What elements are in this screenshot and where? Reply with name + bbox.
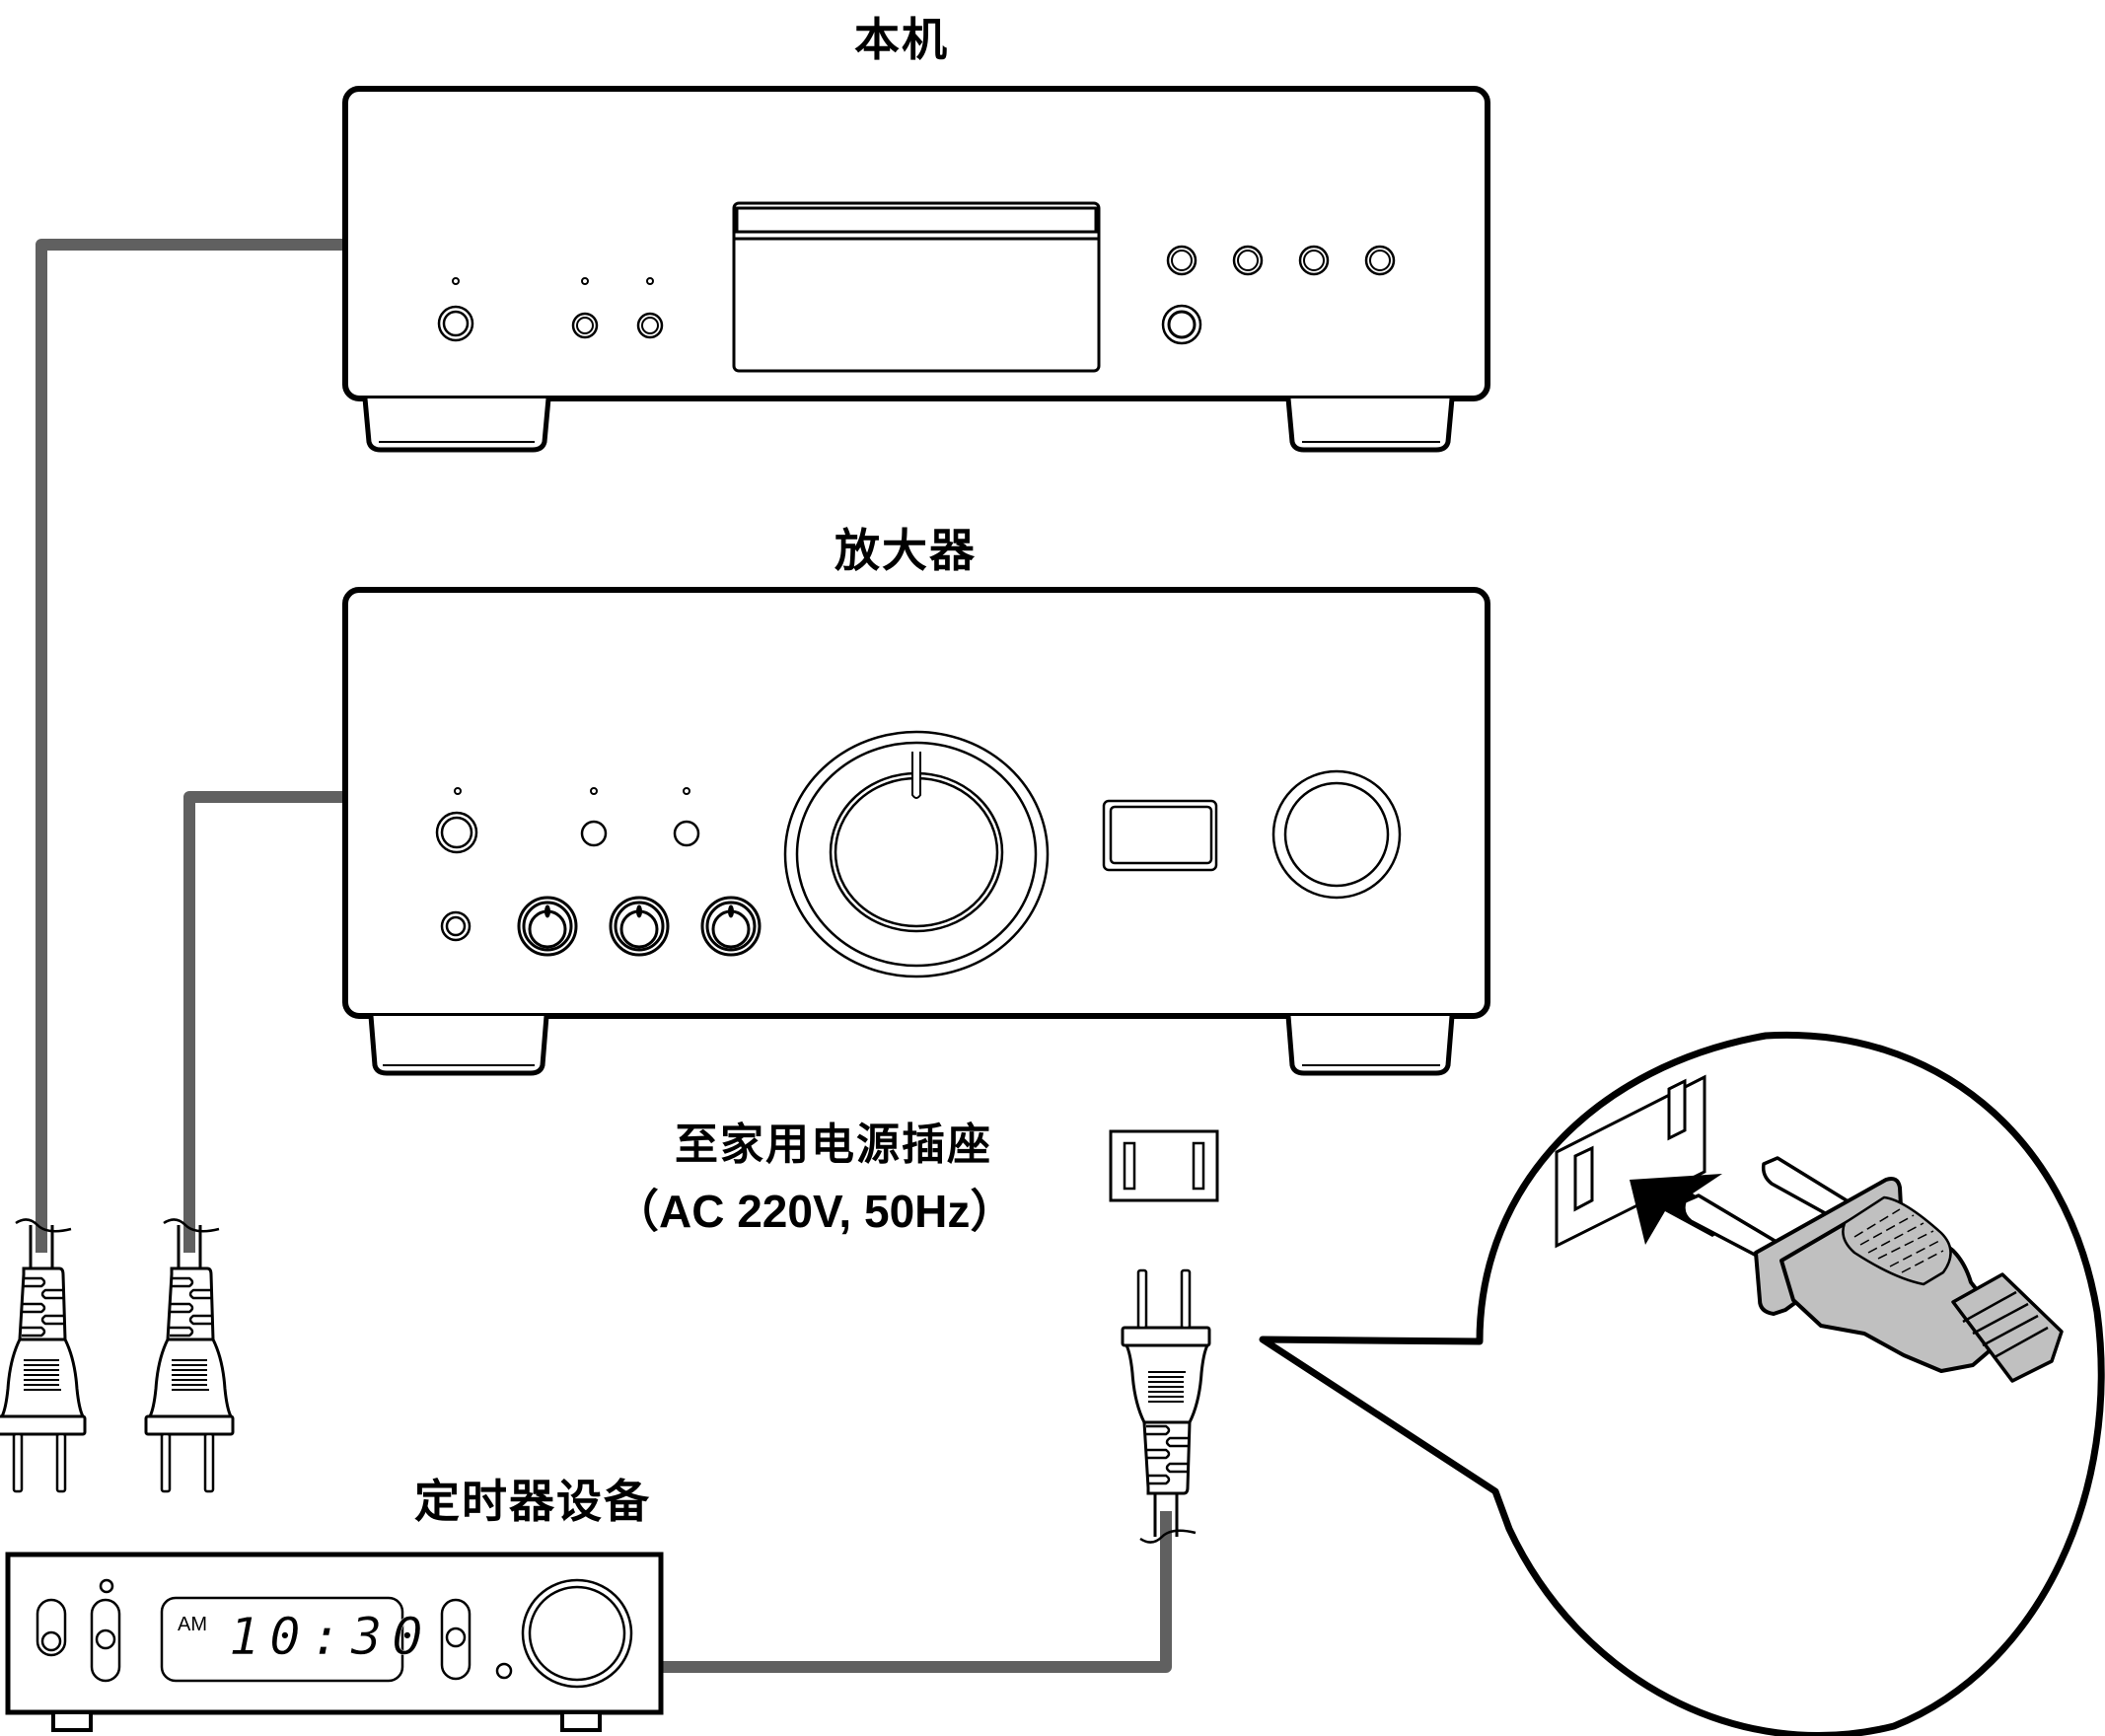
outlet-slot-left <box>1123 1141 1136 1191</box>
tone-knob-treble[interactable] <box>609 896 670 957</box>
amplifier-power-plug <box>144 1217 235 1493</box>
timer-led <box>99 1578 114 1594</box>
detail-callout <box>1259 1031 2105 1736</box>
wall-outlet <box>1109 1129 1219 1202</box>
volume-knob[interactable] <box>783 730 1050 978</box>
timer-indicator <box>495 1662 513 1680</box>
indicator-led-1 <box>581 277 589 285</box>
power-cords <box>36 239 1172 1673</box>
tone-knob-balance[interactable] <box>700 896 762 957</box>
amp-foot-right <box>1285 1015 1455 1076</box>
power-plug-icon <box>1682 1156 2064 1383</box>
amp-led-2 <box>683 787 690 795</box>
timer-power-plug <box>1121 1268 1211 1545</box>
outlet-spec-label: （AC 220V, 50Hz） <box>614 1186 1016 1237</box>
timer-outlet-cord <box>661 1511 1172 1673</box>
tone-knob-bass[interactable] <box>517 896 578 957</box>
transport-buttons <box>1166 245 1396 276</box>
lcd-time: 10:30 <box>229 1608 433 1668</box>
amplifier-label: 放大器 <box>835 524 977 577</box>
amplifier-power-cord <box>183 791 343 1253</box>
amp-led-1 <box>590 787 598 795</box>
power-led <box>452 277 460 285</box>
player-foot-right <box>1285 398 1455 453</box>
timer-lcd <box>160 1596 404 1683</box>
amp-foot-left <box>368 1015 549 1076</box>
player-power-cord <box>36 239 343 1253</box>
timer-dial[interactable] <box>521 1578 633 1689</box>
cd-player-unit <box>342 86 1490 453</box>
lcd-meridiem: AM <box>178 1614 207 1635</box>
disc-slot <box>735 206 1098 234</box>
outlet-label: 至家用电源插座 <box>675 1120 992 1170</box>
disc-tray <box>732 201 1101 373</box>
player-foot-left <box>362 398 551 453</box>
player-label: 本机 <box>854 13 949 66</box>
timer-device <box>5 1552 664 1732</box>
indicator-led-2 <box>646 277 654 285</box>
timer-label: 定时器设备 <box>414 1475 651 1528</box>
input-selector-knob[interactable] <box>1271 769 1402 900</box>
timer-foot-right <box>560 1710 602 1732</box>
amplifier-unit <box>342 587 1490 1076</box>
outlet-slot-right <box>1192 1141 1205 1191</box>
amp-button-1[interactable] <box>580 820 608 847</box>
timer-foot-left <box>51 1710 93 1732</box>
amp-button-2[interactable] <box>673 820 700 847</box>
tone-knobs <box>517 896 762 957</box>
amp-power-led <box>454 787 462 795</box>
player-power-plug <box>0 1217 87 1493</box>
outlet-perspective-clean <box>1555 1074 1706 1249</box>
